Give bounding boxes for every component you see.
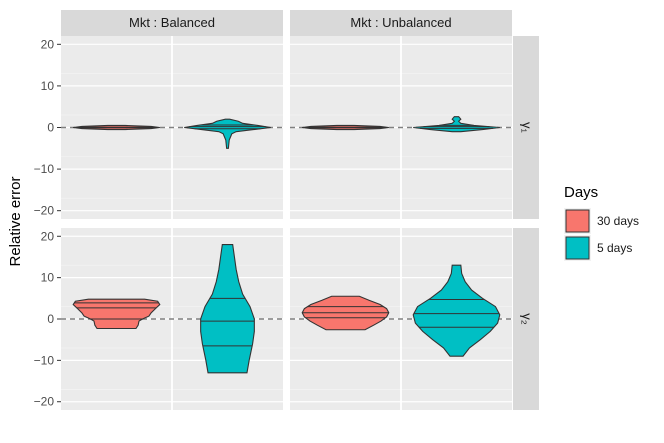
strip-label-gamma2: γ₂	[520, 313, 535, 325]
y-axis-title: Relative error	[7, 176, 24, 266]
legend-key-d5	[565, 236, 590, 260]
legend-label-d5: 5 days	[597, 241, 632, 255]
panel-gamma2-unbalanced	[290, 228, 512, 410]
violin-d5	[412, 264, 501, 357]
legend-title: Days	[564, 184, 598, 201]
y-tick-label: 10	[41, 79, 55, 93]
strip-label-unbalanced: Mkt : Unbalanced	[350, 15, 451, 30]
strip-label-balanced: Mkt : Balanced	[129, 15, 215, 30]
y-tick-label: 20	[41, 229, 55, 243]
y-tick-label: 0	[47, 121, 54, 135]
violin-d30	[72, 298, 161, 330]
y-tick-label: −20	[34, 204, 55, 218]
y-tick-label: 0	[47, 312, 54, 326]
strip-gamma2	[513, 228, 539, 410]
strip-unbalanced	[290, 10, 512, 36]
strip-gamma1	[513, 36, 539, 219]
strip-balanced	[61, 10, 283, 36]
panel-gamma2-balanced	[61, 228, 283, 410]
y-tick-label: 20	[41, 37, 55, 51]
panel-gamma1-unbalanced	[290, 36, 512, 219]
y-tick-label: −20	[34, 395, 55, 409]
strip-label-gamma1: γ₁	[520, 122, 535, 134]
legend-label-d30: 30 days	[597, 214, 639, 228]
violin-d5	[200, 244, 255, 374]
y-tick-label: −10	[34, 353, 55, 367]
y-tick-label: −10	[34, 162, 55, 176]
legend: Days 30 days 5 days	[564, 184, 639, 261]
panel-gamma1-balanced	[61, 36, 283, 219]
y-tick-label: 10	[41, 271, 55, 285]
legend-key-d30	[565, 209, 590, 233]
